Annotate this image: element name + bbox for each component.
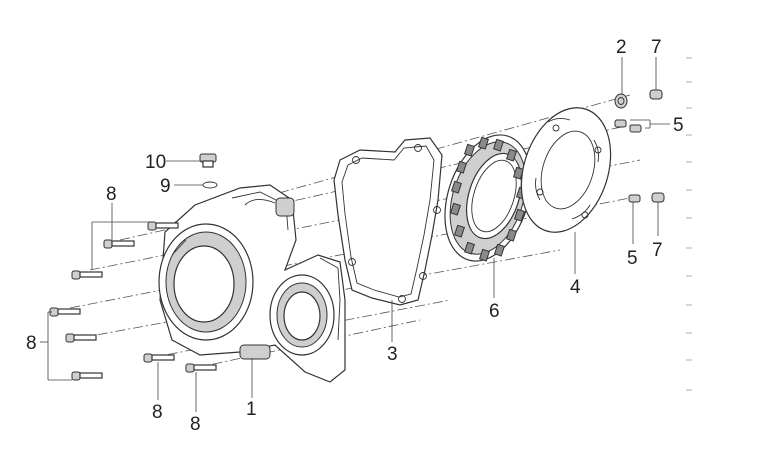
- page-edge-ticks: [686, 57, 692, 391]
- bushing-part-2: [614, 93, 628, 109]
- bolt-8-d: [49, 307, 81, 317]
- callout-6: 6: [489, 301, 500, 322]
- toothed-wheel-part-6: [444, 134, 532, 262]
- callout-8-left: 8: [26, 333, 37, 354]
- callout-9: 9: [160, 176, 171, 197]
- callout-1: 1: [246, 399, 257, 420]
- bolt-8-a: [147, 221, 179, 231]
- callout-3: 3: [387, 344, 398, 365]
- pin-part-7-top: [649, 89, 663, 100]
- bolt-8-b: [103, 239, 135, 249]
- cap-part-10: [199, 153, 217, 168]
- bolt-8-f: [71, 371, 103, 381]
- cover-part-1: [158, 184, 346, 383]
- callout-10: 10: [145, 152, 166, 173]
- callout-8-lower-b: 8: [190, 414, 201, 435]
- callout-8-lower-a: 8: [152, 402, 163, 423]
- callout-5-bottom: 5: [627, 248, 638, 269]
- bolt-8-h: [185, 363, 217, 373]
- o-ring-part-9: [202, 181, 218, 189]
- gasket-part-3: [333, 137, 443, 306]
- pin-part-7-bottom: [651, 192, 665, 203]
- callout-5-top: 5: [673, 115, 684, 136]
- bolt-part-5-bottom: [628, 194, 641, 203]
- callout-4: 4: [570, 277, 581, 298]
- bolts-part-8: [49, 221, 217, 381]
- bolt-8-c: [71, 270, 103, 280]
- callout-labels: 2 7 5 10 9 8 5 7 4 6 8 3 1 8 8: [26, 37, 684, 435]
- bolt-part-5-top: [614, 119, 642, 133]
- leader-lines: [40, 57, 670, 412]
- callout-7-bottom: 7: [652, 240, 663, 261]
- bolt-8-e: [65, 333, 97, 343]
- bolt-8-g: [143, 353, 175, 363]
- callout-2: 2: [616, 37, 627, 58]
- plate-part-4: [520, 107, 612, 233]
- callout-8-upper: 8: [106, 184, 117, 205]
- callout-7-top: 7: [651, 37, 662, 58]
